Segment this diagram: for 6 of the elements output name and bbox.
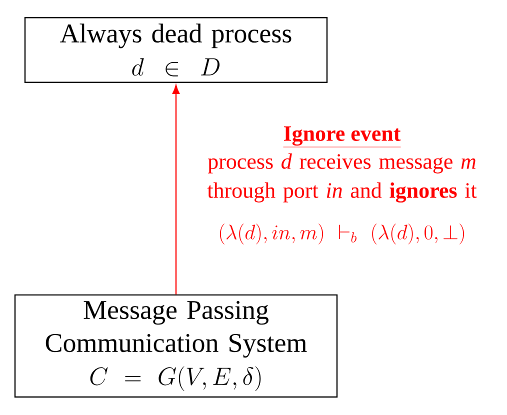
annotation-text: process d receives message m through port in and ignores it — [207, 153, 477, 203]
process-box: Message Passing Communication System $C = G(V, E, \delta)$ — [14, 294, 338, 398]
rule-formula: $(\lambda(d), in, m) \vdash_b (\lambda(d), 0, \bot)$ — [220, 224, 464, 244]
process-box: Always dead process $d \in D$ — [24, 17, 328, 83]
edge-label: Ignore event — [282, 125, 402, 149]
arrow — [172, 84, 180, 294]
